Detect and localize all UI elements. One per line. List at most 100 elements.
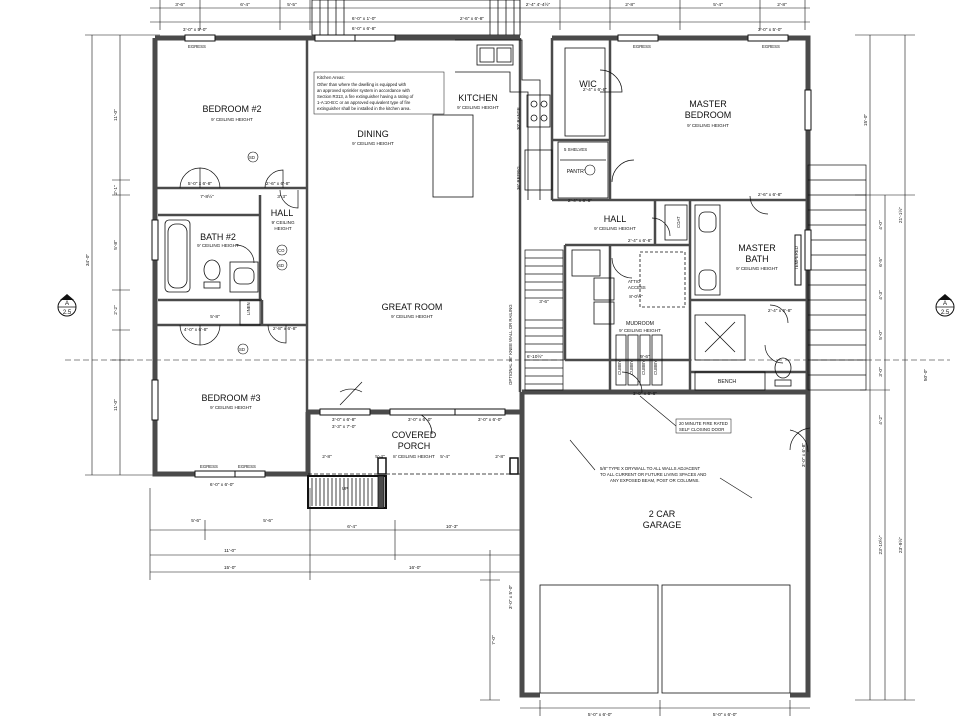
porch-steps: [307, 457, 520, 509]
room-label-attic-1: ATTIC: [628, 279, 640, 284]
dim-text: 11'-0": [113, 399, 119, 411]
room-label-porch-1: COVERED: [392, 430, 437, 440]
dim-text: 5'-6": [191, 518, 201, 524]
room-label-master-bath-1: MASTER: [738, 243, 776, 253]
fire-door-note-line: 20 MINUTE FIRE RATED: [679, 421, 728, 426]
dim-text: 4'-2": [878, 415, 884, 425]
shelves-note: 5 SHELVES: [564, 147, 587, 152]
kitchen-island: [432, 114, 474, 198]
stairs: [524, 164, 867, 391]
sd-label: SD: [239, 347, 245, 352]
room-label-master-bath-2: BATH: [745, 254, 768, 264]
dim-text: 2'-8" x 6'-8": [273, 326, 297, 332]
dimension-lines: [65, 0, 950, 716]
drywall-note-line: TO ALL CURRENT OR FUTURE LIVING SPACES A…: [600, 472, 706, 477]
dim-text: 34'-0": [85, 254, 91, 267]
bathtub: [164, 219, 191, 293]
section-tag-right-bottom: 2.5: [941, 310, 950, 316]
shower: [694, 314, 746, 361]
room-label-hall-left: HALL: [271, 208, 294, 218]
dim-text: 5'-4": [713, 2, 723, 8]
dim-text: 5'-8": [113, 240, 119, 250]
kitchen-note-line: extinguisher shall be installed in the k…: [317, 106, 411, 111]
dim-text: 3'-0" x 5'-0": [183, 27, 207, 33]
dim-text: 50'-0": [923, 369, 929, 382]
fire-door-note-line: SELF CLOSING DOOR: [679, 427, 724, 432]
up-label: UP: [342, 486, 348, 491]
dim-text: 2'-6" x 6'-8": [460, 16, 484, 22]
range-note: 30" RANGE: [516, 107, 521, 130]
section-tag-left-top: A: [65, 301, 69, 307]
ceiling-bedroom2: 9' CEILING HEIGHT: [211, 117, 253, 122]
dim-text: 3'-3" x 7'-0": [332, 424, 356, 430]
cubby-label: CUBBY: [641, 360, 646, 375]
dim-text: 3'-0" x 5'-0": [508, 585, 514, 609]
kitchen-sink: [476, 44, 514, 66]
dim-text: 5'-0" x 6'-0": [713, 712, 737, 718]
dim-text: 2'-8": [777, 2, 787, 8]
room-label-great-room: GREAT ROOM: [382, 302, 443, 312]
toilet: [203, 259, 221, 281]
drywall-note: 5/8" TYPE X DRYWALL TO ALL WALLS ADJACEN…: [569, 439, 753, 499]
dim-text: 16'-0": [409, 565, 422, 571]
dim-text: 2'-4" x 6'-8": [628, 238, 652, 244]
dim-text: 2'-6" x 6'-8": [266, 181, 290, 187]
kitchen-note-title: Kitchen Areas:: [317, 75, 345, 80]
dim-text: 5'-5": [287, 2, 297, 8]
dim-text: 15'-0": [863, 114, 869, 127]
cubby-label: CUBBY: [653, 360, 658, 375]
dim-text: 6'-0" x 6'-8": [352, 26, 376, 32]
refrigerator: [524, 149, 553, 191]
dim-text: 2'-8": [322, 454, 332, 460]
egress-label: EGRESS: [762, 44, 780, 49]
dim-text: 10'-3": [446, 524, 459, 530]
dims-bottom: 6'-0" x 6'-0" 5'-6" 5'-6" 6'-4" 10'-3" 1…: [191, 482, 737, 718]
room-label-kitchen: KITCHEN: [458, 93, 498, 103]
egress-label: EGRESS: [200, 464, 218, 469]
section-marker-left: A 2.5: [57, 294, 77, 317]
tempered-note: TEMPERED: [794, 246, 799, 270]
kitchen-note-line: an approved sprinkler system in accordan…: [317, 88, 411, 93]
dims-left: 11'-0" 2'-1" 5'-8" 2'-2" 11'-0" 34'-0": [85, 109, 119, 411]
dim-text: 6'-10½": [527, 353, 544, 360]
room-label-coat: COAT: [676, 216, 681, 228]
egress-label: EGRESS: [238, 464, 256, 469]
dim-text: 5'-4": [440, 454, 450, 460]
dim-text: 7'-8½": [200, 193, 214, 200]
dim-text: 4'-0": [878, 220, 884, 230]
ceiling-hall-left-1: 9' CEILING: [271, 220, 295, 225]
dim-text: 8'-0½": [629, 293, 643, 300]
dim-text: 3'-6": [175, 2, 185, 8]
dim-text: 6'-0" x 1'-0": [352, 16, 376, 22]
garage-door-right: [661, 584, 791, 694]
detectors: [237, 151, 596, 355]
dim-text: 3'-0" x 6'-0": [478, 417, 502, 423]
ceiling-master-bath: 9' CEILING HEIGHT: [736, 266, 778, 271]
room-label-bath2: BATH #2: [200, 232, 236, 242]
ceiling-mudroom: 9' CEILING HEIGHT: [619, 328, 661, 333]
kitchen-note: Kitchen Areas: Other than where the dwel…: [313, 71, 445, 115]
front-window-grill: [311, 0, 521, 36]
dim-text: 6'-0" x 6'-0": [210, 482, 234, 488]
section-marker-right: A 2.5: [935, 294, 955, 317]
room-label-master-1: MASTER: [689, 99, 727, 109]
kitchen-note-line: Section R313, a fire extinguisher having…: [317, 94, 414, 99]
ceiling-hall-left-2: HEIGHT: [274, 226, 292, 231]
dim-text: 2'-2": [113, 305, 119, 315]
dim-text: 3'-3": [277, 194, 287, 200]
room-label-garage-2: GARAGE: [643, 520, 682, 530]
garage-door-left: [539, 584, 659, 694]
sd-label: SD: [249, 155, 255, 160]
interior-walls: [155, 38, 808, 412]
dim-text: 2'-1": [113, 185, 119, 195]
door-swings: [179, 69, 811, 453]
dim-text: 2'-8": [495, 454, 505, 460]
ceiling-kitchen: 9' CEILING HEIGHT: [457, 105, 499, 110]
dim-text: 5'-8": [210, 314, 220, 320]
dim-text: 2'-4" x 6'-8": [568, 198, 592, 204]
dim-text: 6'-4": [240, 2, 250, 8]
ceiling-bath2: 9' CEILING HEIGHT: [197, 243, 239, 248]
drywall-note-line: ANY EXPOSED BEAM, POST OR COLUMNS.: [610, 478, 700, 483]
room-labels: BEDROOM #2 9' CEILING HEIGHT BEDROOM #3 …: [197, 79, 778, 530]
cubby-label: CUBBY: [617, 360, 622, 375]
